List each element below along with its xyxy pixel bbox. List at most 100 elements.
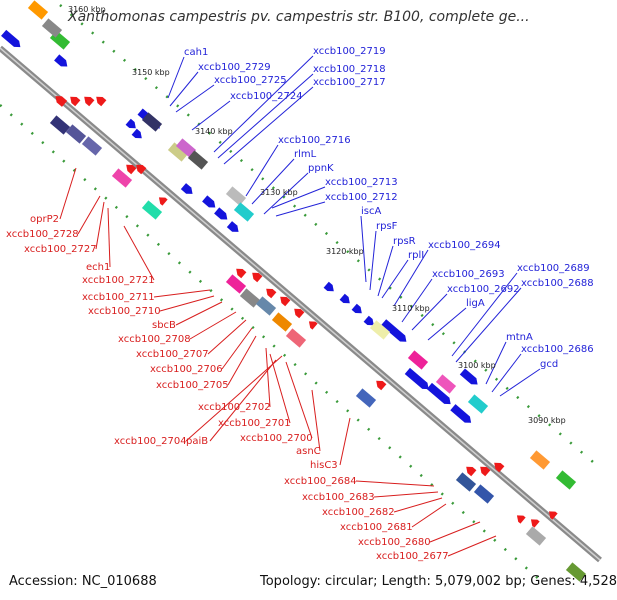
- forward-gene-label[interactable]: xccb100_2712: [325, 192, 398, 203]
- forward-gene-label[interactable]: xccb100_2729: [198, 62, 271, 73]
- forward-gene-label[interactable]: gcd: [540, 359, 558, 370]
- forward-gene-label[interactable]: rplI: [408, 250, 424, 261]
- reverse-gene-label[interactable]: sbcB: [152, 320, 176, 331]
- reverse-gene-label[interactable]: xccb100_2721: [82, 275, 155, 286]
- leader-line-reverse: [311, 389, 321, 452]
- reverse-gene-label[interactable]: xccb100_2704: [114, 436, 187, 447]
- forward-gene-label[interactable]: xccb100_2717: [313, 77, 386, 88]
- gene-feature: [271, 312, 293, 332]
- leader-line-forward: [499, 368, 541, 397]
- gene-feature: [459, 368, 478, 385]
- gene-feature: [236, 268, 247, 279]
- leader-line-reverse: [189, 311, 237, 340]
- forward-gene-label[interactable]: rpsF: [376, 221, 398, 232]
- gene-feature: [351, 303, 362, 314]
- reverse-gene-label[interactable]: paiB: [186, 436, 208, 447]
- reverse-gene-label[interactable]: xccb100_2728: [6, 229, 79, 240]
- leader-line-reverse: [269, 353, 291, 424]
- leader-line-reverse: [285, 361, 313, 439]
- reverse-gene-label[interactable]: xccb100_2681: [340, 522, 413, 533]
- forward-gene-label[interactable]: xccb100_2692: [447, 284, 520, 295]
- leader-line-reverse: [411, 503, 447, 528]
- reverse-gene-label[interactable]: xccb100_2702: [198, 402, 271, 413]
- leader-line-forward: [167, 56, 185, 99]
- leader-line-forward: [175, 84, 215, 113]
- reverse-gene-label[interactable]: xccb100_2700: [240, 433, 313, 444]
- gene-feature: [70, 96, 81, 107]
- reverse-gene-label[interactable]: xccb100_2701: [218, 418, 291, 429]
- forward-gene-label[interactable]: mtnA: [506, 332, 533, 343]
- gene-feature: [323, 281, 334, 292]
- gene-feature: [530, 519, 540, 528]
- reverse-gene-label[interactable]: oprP2: [30, 214, 59, 225]
- gene-feature: [426, 382, 451, 405]
- forward-gene-label[interactable]: xccb100_2716: [278, 135, 351, 146]
- reverse-gene-label[interactable]: xccb100_2683: [302, 492, 375, 503]
- reverse-gene-label[interactable]: xccb100_2680: [358, 537, 431, 548]
- gene-feature: [141, 200, 163, 220]
- forward-gene-label[interactable]: xccb100_2688: [521, 278, 594, 289]
- reverse-gene-label[interactable]: xccb100_2682: [322, 507, 395, 518]
- forward-gene-label[interactable]: xccb100_2718: [313, 64, 386, 75]
- gene-feature: [214, 207, 228, 220]
- backbone-highlight: [0, 47, 601, 561]
- leader-line-forward: [401, 278, 433, 323]
- forward-gene-label[interactable]: rpsR: [393, 236, 416, 247]
- forward-gene-label[interactable]: xccb100_2686: [521, 344, 594, 355]
- gene-feature: [225, 274, 247, 294]
- forward-gene-label[interactable]: iscA: [361, 206, 381, 217]
- gene-feature: [280, 296, 291, 307]
- forward-gene-label[interactable]: cah1: [184, 47, 208, 58]
- forward-gene-label[interactable]: xccb100_2713: [325, 177, 398, 188]
- tick-label: 3110 kbp: [392, 304, 430, 313]
- forward-gene-label[interactable]: ligA: [466, 298, 485, 309]
- gene-feature: [41, 18, 63, 38]
- map-title: Xanthomonas campestris pv. campestris st…: [68, 9, 530, 25]
- leader-line-reverse: [175, 301, 223, 326]
- accession-text: Accession: NC_010688: [9, 574, 157, 589]
- leader-line-forward: [223, 86, 314, 165]
- reverse-gene-label[interactable]: xccb100_2706: [150, 364, 223, 375]
- leader-line-reverse: [227, 335, 257, 386]
- forward-gene-label[interactable]: xccb100_2694: [428, 240, 501, 251]
- leader-line-reverse: [373, 491, 439, 498]
- gene-feature: [65, 124, 87, 144]
- forward-gene-label[interactable]: xccb100_2724: [230, 91, 303, 102]
- leader-line-reverse: [265, 347, 271, 408]
- tick-label: 3160 kbp: [68, 5, 106, 14]
- reverse-gene-label[interactable]: asnC: [296, 446, 321, 457]
- reverse-gene-label[interactable]: xccb100_2711: [82, 292, 155, 303]
- gene-feature: [233, 202, 255, 222]
- forward-gene-label[interactable]: xccb100_2725: [214, 75, 287, 86]
- reverse-gene-label[interactable]: xccb100_2708: [118, 334, 191, 345]
- forward-gene-label[interactable]: xccb100_2689: [517, 263, 590, 274]
- reverse-gene-label[interactable]: hisC3: [310, 460, 338, 471]
- reverse-gene-label[interactable]: xccb100_2727: [24, 244, 97, 255]
- leader-line-forward: [485, 341, 507, 385]
- forward-gene-label[interactable]: xccb100_2719: [313, 46, 386, 57]
- gene-features: [1, 0, 587, 582]
- leader-line-forward: [213, 55, 314, 153]
- gene-feature: [308, 321, 318, 330]
- forward-gene-label[interactable]: rlmL: [294, 149, 317, 160]
- reverse-gene-label[interactable]: xccb100_2684: [284, 476, 357, 487]
- leader-line-reverse: [107, 207, 111, 268]
- leader-line-reverse: [59, 167, 77, 220]
- leader-line-reverse: [339, 417, 351, 466]
- gene-feature: [285, 328, 307, 348]
- reverse-gene-label[interactable]: ech1: [86, 262, 110, 273]
- gene-feature: [548, 511, 558, 520]
- reverse-gene-label[interactable]: xccb100_2707: [136, 349, 209, 360]
- reverse-gene-label[interactable]: xccb100_2705: [156, 380, 229, 391]
- leader-line-reverse: [159, 295, 215, 312]
- gene-feature: [111, 168, 133, 188]
- gene-feature: [187, 150, 209, 170]
- gene-feature: [376, 380, 387, 391]
- forward-gene-label[interactable]: ppnK: [308, 163, 334, 174]
- reverse-gene-label[interactable]: xccb100_2677: [376, 551, 449, 562]
- gene-feature: [54, 54, 68, 67]
- gene-feature: [529, 450, 551, 470]
- genome-summary-text: Topology: circular; Length: 5,079,002 bp…: [260, 574, 617, 589]
- reverse-gene-label[interactable]: xccb100_2710: [88, 306, 161, 317]
- forward-gene-label[interactable]: xccb100_2693: [432, 269, 505, 280]
